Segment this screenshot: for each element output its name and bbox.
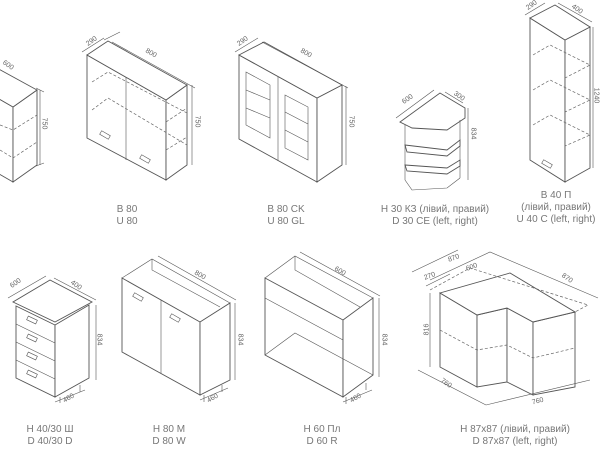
caption-line: U 80 GL bbox=[267, 216, 305, 227]
b40p-cabinet-drawing bbox=[524, 2, 594, 183]
dim-b80-height: 750 bbox=[193, 115, 201, 128]
caption-line: (лівий, правий) bbox=[521, 202, 591, 213]
caption-line: D 87x87 (left, right) bbox=[472, 436, 558, 447]
dim-h30kz-height: 834 bbox=[469, 127, 477, 140]
dim-h40-height: 834 bbox=[95, 333, 103, 346]
dim-h60pl-height: 834 bbox=[380, 333, 388, 346]
caption-b80: B 80 U 80 bbox=[116, 204, 137, 228]
dim-partial-height: 750 bbox=[40, 117, 48, 130]
h40-30sh-cabinet-drawing bbox=[7, 275, 97, 403]
h87x87-cabinet-drawing bbox=[411, 249, 599, 406]
caption-line: B 80 CK bbox=[267, 204, 305, 215]
caption-h30kz: H 30 КЗ (лівий, правий) D 30 CE (left, r… bbox=[381, 204, 489, 228]
caption-line: U 80 bbox=[116, 216, 138, 227]
caption-b80ck: B 80 CK U 80 GL bbox=[267, 204, 304, 228]
dim-b40p-height: 1240 bbox=[592, 87, 600, 104]
caption-line: H 60 Пл bbox=[303, 424, 341, 435]
caption-h87x87: H 87x87 (лівий, правий) D 87x87 (left, r… bbox=[460, 424, 570, 448]
caption-line: H 30 КЗ (лівий, правий) bbox=[380, 204, 490, 215]
caption-line: H 87x87 (лівий, правий) bbox=[460, 424, 570, 435]
h30kz-cabinet-drawing bbox=[395, 89, 469, 191]
caption-line: H 40/30 Ш bbox=[26, 424, 74, 435]
caption-line: B 40 П bbox=[540, 190, 572, 201]
caption-line: H 80 M bbox=[152, 424, 186, 435]
caption-h80m: H 80 M D 80 W bbox=[152, 424, 185, 448]
dim-h87-height: 816 bbox=[423, 323, 431, 336]
caption-b40p: B 40 П (лівий, правий) U 40 C (left, rig… bbox=[517, 190, 596, 226]
caption-h40-30sh: H 40/30 Ш D 40/30 D bbox=[27, 424, 74, 448]
caption-line: D 40/30 D bbox=[27, 436, 73, 447]
caption-line: D 80 W bbox=[152, 436, 186, 447]
caption-line: D 30 CE (left, right) bbox=[392, 216, 478, 227]
b80ck-cabinet-drawing bbox=[234, 37, 349, 183]
caption-h60pl: H 60 Пл D 60 R bbox=[304, 424, 341, 448]
h60pl-cabinet-drawing bbox=[264, 251, 381, 404]
caption-line: B 80 bbox=[116, 204, 138, 215]
caption-line: D 60 R bbox=[306, 436, 338, 447]
caption-line: U 40 C (left, right) bbox=[516, 214, 596, 225]
h80m-cabinet-drawing bbox=[121, 255, 237, 402]
dim-h80m-height: 834 bbox=[236, 333, 244, 346]
b80-cabinet-drawing bbox=[81, 31, 196, 181]
dim-b80ck-height: 750 bbox=[347, 115, 355, 128]
partial-wall-cabinet-drawing bbox=[0, 69, 45, 183]
